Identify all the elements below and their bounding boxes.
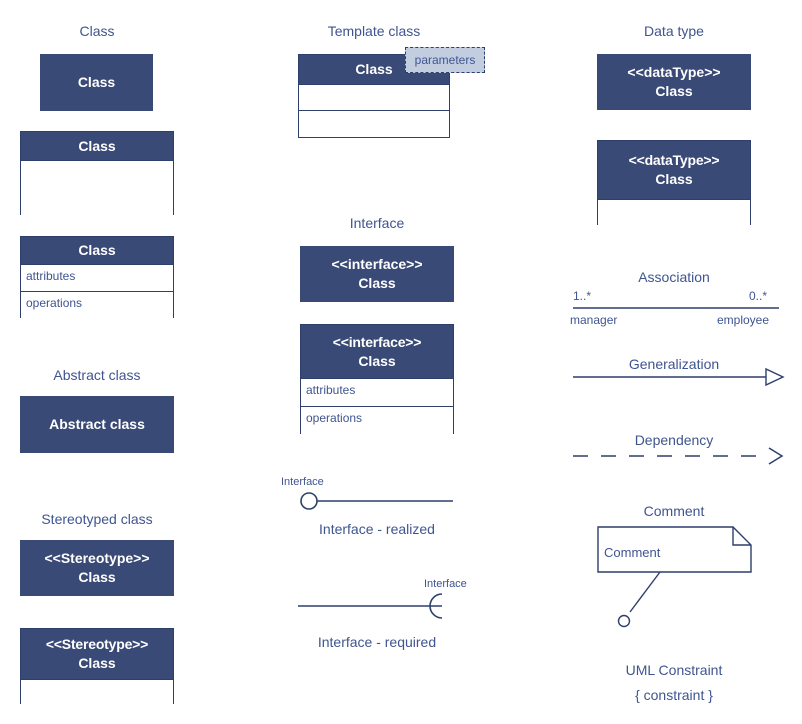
section-caption-generalization: Generalization [628, 356, 720, 372]
shape-template-class-compartment-2 [299, 110, 449, 137]
dependency-arrow[interactable] [573, 446, 788, 466]
shape-class-header-empty-header: Class [21, 132, 173, 160]
shape-interface-full-attributes-text: attributes [306, 383, 356, 397]
shape-datatype-compartment-stereotype: <<dataType>> [628, 152, 720, 168]
shape-class-header-empty[interactable]: Class [20, 131, 174, 215]
comment-note-text: Comment [604, 545, 661, 560]
shape-datatype-compartment-header: <<dataType>> Class [598, 141, 750, 199]
section-caption-interface: Interface [349, 215, 405, 231]
generalization-arrow[interactable] [573, 366, 788, 388]
shape-class-full-operations-text: operations [26, 296, 83, 310]
shape-stereotyped-class-solid-name: Class [78, 569, 116, 585]
template-parameters-label: parameters [414, 53, 476, 67]
shape-datatype-compartment-body [598, 199, 750, 225]
shape-interface-full-stereotype: <<interface>> [332, 333, 422, 350]
shape-stereotyped-class-compartment-header: <<Stereotype>> Class [21, 629, 173, 679]
template-parameters-box[interactable]: parameters [405, 47, 485, 73]
association-target-role: employee [717, 313, 770, 327]
shape-stereotyped-class-solid-stereotype: <<Stereotype>> [44, 550, 150, 566]
shape-stereotyped-class-compartment-name: Class [78, 655, 116, 671]
shape-datatype-solid-name: Class [655, 83, 693, 99]
shape-class-full-name: Class [78, 242, 116, 258]
association-line[interactable] [573, 306, 781, 310]
shape-class-full-attributes-text: attributes [26, 269, 76, 283]
interface-realized-port-label: Interface [281, 476, 324, 488]
shape-datatype-solid[interactable]: <<dataType>> Class [597, 54, 751, 110]
association-source-multiplicity: 1..* [573, 289, 592, 303]
shape-stereotyped-class-compartment-stereotype: <<Stereotype>> [45, 636, 149, 652]
section-caption-stereotyped-class: Stereotyped class [41, 511, 153, 527]
association-target-multiplicity: 0..* [749, 289, 768, 303]
section-caption-data-type: Data type [644, 23, 704, 39]
shape-class-header-empty-name: Class [78, 137, 116, 154]
shape-abstract-class[interactable]: Abstract class [20, 396, 174, 453]
shape-datatype-solid-stereotype: <<dataType>> [627, 64, 721, 80]
shape-interface-full-name: Class [358, 352, 396, 369]
shape-class-full-attributes: attributes [21, 264, 173, 291]
shape-interface-full-operations: operations [301, 406, 453, 434]
shape-stereotyped-class-compartment-body [21, 679, 173, 704]
shape-interface-full-header: <<interface>> Class [301, 325, 453, 378]
shape-interface-solid-stereotype: <<interface>> [331, 256, 423, 272]
comment-note-shape[interactable] [597, 526, 755, 574]
comment-anchor-line [617, 571, 661, 628]
shape-class-full-operations: operations [21, 291, 173, 318]
section-caption-abstract-class: Abstract class [53, 367, 141, 383]
interface-realized-caption: Interface - realized [319, 521, 435, 537]
shape-class-full[interactable]: Class attributes operations [20, 236, 174, 318]
shape-class-full-header: Class [21, 237, 173, 264]
shape-interface-solid[interactable]: <<interface>> Class [300, 246, 454, 302]
section-caption-comment: Comment [643, 503, 705, 519]
shape-class-solid-name: Class [77, 74, 116, 90]
shape-template-class-name: Class [355, 61, 393, 77]
shape-stereotyped-class-solid[interactable]: <<Stereotype>> Class [20, 540, 174, 596]
section-caption-class: Class [79, 23, 115, 39]
shape-abstract-class-name: Abstract class [49, 416, 145, 432]
section-caption-dependency: Dependency [634, 432, 714, 448]
interface-realized-symbol[interactable] [295, 488, 460, 512]
shape-template-class-compartment-1 [299, 84, 449, 110]
interface-required-symbol[interactable] [296, 592, 466, 622]
uml-constraint-text: { constraint } [635, 687, 713, 703]
shape-datatype-compartment[interactable]: <<dataType>> Class [597, 140, 751, 225]
shape-class-solid[interactable]: Class [40, 54, 153, 111]
shape-datatype-compartment-name: Class [655, 171, 693, 187]
section-caption-association: Association [638, 269, 710, 285]
interface-required-caption: Interface - required [317, 634, 437, 650]
interface-required-port-label: Interface [424, 578, 467, 590]
section-caption-uml-constraint: UML Constraint [625, 662, 723, 678]
shape-interface-full-operations-text: operations [306, 411, 363, 425]
shape-interface-full-attributes: attributes [301, 378, 453, 406]
shape-interface-solid-name: Class [358, 275, 396, 291]
association-source-role: manager [570, 313, 618, 327]
shape-interface-full[interactable]: <<interface>> Class attributes operation… [300, 324, 454, 434]
shape-stereotyped-class-compartment[interactable]: <<Stereotype>> Class [20, 628, 174, 704]
shape-class-header-empty-body [21, 160, 173, 215]
section-caption-template-class: Template class [327, 23, 421, 39]
